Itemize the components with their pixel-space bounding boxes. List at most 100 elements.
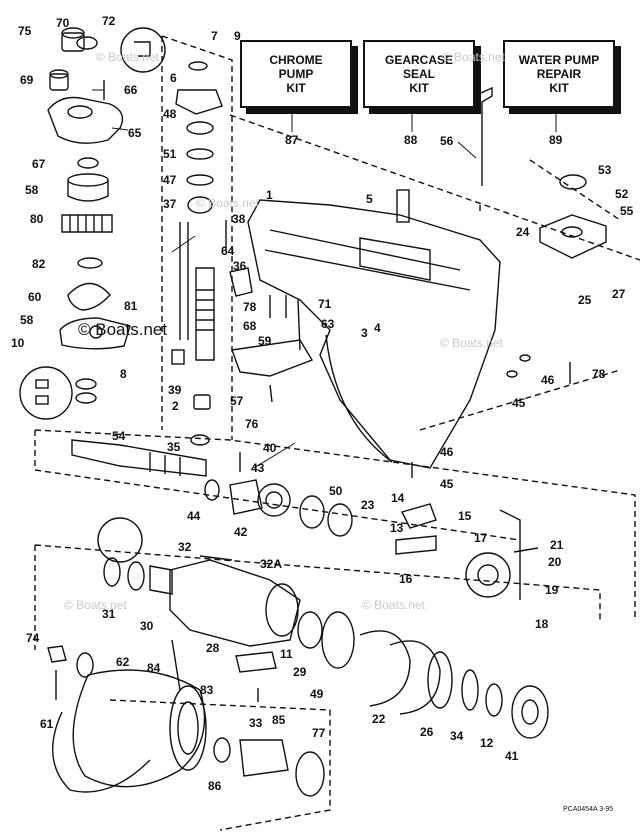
boats-net-faint-watermark: © Boats.net: [442, 50, 505, 64]
part-28-bearing-carrier-shape: [169, 559, 301, 647]
part-number-label: 45: [440, 477, 454, 491]
part-number-label: 30: [140, 619, 154, 633]
part-number-label: 65: [128, 126, 142, 140]
part-number-label: 45: [512, 396, 526, 410]
kit-number-87: 87: [285, 133, 299, 147]
part-number-label: 49: [310, 687, 324, 701]
part-number-label: 71: [318, 297, 332, 311]
part-number-label: 5: [366, 192, 373, 206]
kit-label-line: PUMP: [278, 67, 314, 81]
kit-number-89: 89: [549, 133, 563, 147]
part-85-shape: [239, 739, 289, 777]
part-number-label: 10: [11, 336, 25, 350]
part-number-label: 9: [234, 29, 241, 43]
part-number-label: 19: [545, 583, 559, 597]
part-number-label: 37: [163, 197, 177, 211]
gearcase-seal-kit-box: GEARCASE SEAL KIT: [363, 40, 475, 108]
part-number-label: 57: [230, 394, 244, 408]
part-number-label: 55: [620, 204, 634, 218]
part-36-spring-shape: [195, 267, 215, 361]
part-number-label: 72: [102, 14, 116, 28]
part-number-label: 24: [516, 225, 530, 239]
part-70-shape: [61, 32, 85, 52]
chrome-pump-kit-box: CHROME PUMP KIT: [240, 40, 352, 108]
part-54-shaft-shape: [71, 439, 207, 477]
part-number-label: 13: [390, 521, 404, 535]
part-number-label: 75: [18, 24, 32, 38]
part-number-label: 25: [578, 293, 592, 307]
part-number-label: 77: [312, 726, 326, 740]
part-number-label: 39: [168, 383, 182, 397]
part-number-label: 40: [263, 441, 277, 455]
part-number-label: 12: [480, 736, 494, 750]
part-57-trim-tab-shape: [231, 339, 314, 377]
part-number-label: 15: [458, 509, 472, 523]
part-number-label: 78: [592, 367, 606, 381]
part-84-propeller-shape: [72, 669, 206, 788]
part-18-shape: [465, 552, 511, 598]
part-number-label: 44: [187, 509, 201, 523]
part-number-label: 33: [249, 716, 263, 730]
part-number-label: 20: [548, 555, 562, 569]
part-number-label: 50: [329, 484, 343, 498]
part-number-label: 14: [391, 491, 405, 505]
kit-label-line: KIT: [549, 81, 569, 95]
part-number-label: 86: [208, 779, 222, 793]
part-number-label: 64: [221, 244, 235, 258]
kit-label-line: GEARCASE: [384, 53, 453, 67]
boats-net-faint-watermark: © Boats.net: [196, 196, 259, 210]
part-number-label: 3: [361, 326, 368, 340]
part-number-label: 1: [266, 188, 273, 202]
part-number-label: 26: [420, 725, 434, 739]
part-number-label: 23: [361, 498, 375, 512]
part-number-label: 32A: [260, 557, 283, 571]
kit-label-line: CHROME: [269, 53, 323, 67]
part-number-label: 38: [232, 212, 246, 226]
part-number-label: 31: [102, 607, 116, 621]
kit-label-line: SEAL: [402, 67, 435, 81]
part-number-label: 32: [178, 540, 192, 554]
boats-net-faint-watermark: © Boats.net: [64, 598, 127, 612]
part-number-label: 47: [163, 173, 177, 187]
part-number-label: 35: [167, 440, 181, 454]
part-number-label: 83: [200, 683, 214, 697]
part-number-label: 18: [535, 617, 549, 631]
part-number-label: 80: [30, 212, 44, 226]
part-number-label: 76: [245, 417, 259, 431]
water-pump-repair-kit-box: WATER PUMP REPAIR KIT: [503, 40, 615, 108]
part-number-label: 27: [612, 287, 626, 301]
part-number-label: 22: [372, 712, 386, 726]
part-number-label: 16: [399, 572, 413, 586]
part-1-gearcase-shape: [247, 199, 501, 469]
part-number-label: 58: [20, 313, 34, 327]
part-number-label: 46: [541, 373, 555, 387]
part-number-label: 66: [124, 83, 138, 97]
part-number-label: 52: [615, 187, 629, 201]
part-number-label: 11: [280, 647, 293, 661]
part-number-label: 34: [450, 729, 464, 743]
part-number-label: 51: [163, 147, 177, 161]
part-number-label: 6: [170, 71, 177, 85]
part-number-label: 36: [233, 259, 247, 273]
part-number-label: 56: [440, 134, 454, 148]
part-number-label: 70: [56, 16, 70, 30]
part-number-label: 43: [251, 461, 265, 475]
part-number-label: 54: [112, 429, 126, 443]
kit-label-line: KIT: [409, 81, 429, 95]
part-number-label: 62: [116, 655, 130, 669]
part-24-shape: [539, 214, 607, 259]
part-number-label: 59: [258, 334, 272, 348]
part-41-gear-shape: [511, 685, 549, 739]
part-number-label: 63: [321, 317, 335, 331]
part-number-label: 67: [32, 157, 46, 171]
part-number-label: 61: [40, 717, 54, 731]
part-number-label: 46: [440, 445, 454, 459]
part-number-label: 78: [243, 300, 257, 314]
part-number-label: 2: [172, 399, 179, 413]
pump-group-dashed-outline: [161, 35, 233, 440]
part-65-shape: [47, 96, 124, 144]
part-80-shape: [61, 214, 113, 233]
part-number-label: 74: [26, 631, 40, 645]
part-number-label: 60: [28, 290, 42, 304]
